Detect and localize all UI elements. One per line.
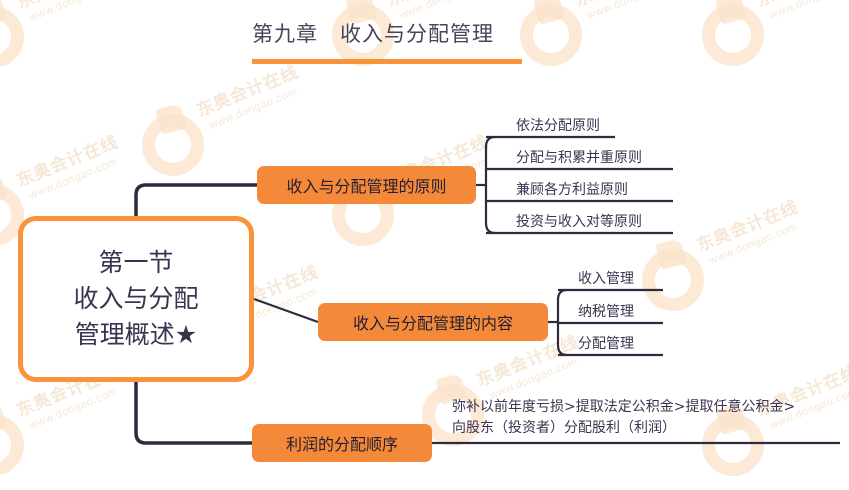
leaf-item[interactable]: 弥补以前年度亏损>提取法定公积金>提取任意公积金> 向股东（投资者）分配股利（利… [452, 399, 796, 436]
page-title-text: 第九章 收入与分配管理 [252, 22, 494, 46]
mindmap-canvas: 东奥会计在线 www.dongao.com 东奥会计在线 www.dongao.… [0, 0, 849, 476]
branch-node-distribution-order[interactable]: 利润的分配顺序 [252, 424, 432, 462]
leaf-item[interactable]: 纳税管理 [578, 304, 634, 320]
connector-root-to-branch-0 [134, 183, 257, 216]
connector-root-to-branch-1 [253, 297, 319, 324]
root-node[interactable]: 第一节 收入与分配 管理概述★ [18, 216, 254, 382]
leaf-item[interactable]: 收入管理 [578, 271, 634, 287]
leaf-item[interactable]: 兼顾各方利益原则 [516, 182, 628, 198]
bracket-branch-0 [484, 135, 496, 235]
root-node-label: 第一节 收入与分配 管理概述★ [73, 247, 199, 350]
leaf-item[interactable]: 分配管理 [578, 336, 634, 352]
title-underline-rule [252, 59, 522, 64]
connector-lines [134, 135, 840, 445]
page-title: 第九章 收入与分配管理 [252, 18, 494, 48]
leaf-item[interactable]: 投资与收入对等原则 [516, 214, 642, 230]
leaf-item[interactable]: 分配与积累并重原则 [516, 150, 642, 166]
leaf-item[interactable]: 依法分配原则 [516, 118, 600, 134]
branch-node-principles[interactable]: 收入与分配管理的原则 [257, 166, 476, 204]
connector-root-to-branch-2 [134, 382, 252, 445]
branch-node-contents[interactable]: 收入与分配管理的内容 [318, 303, 548, 341]
